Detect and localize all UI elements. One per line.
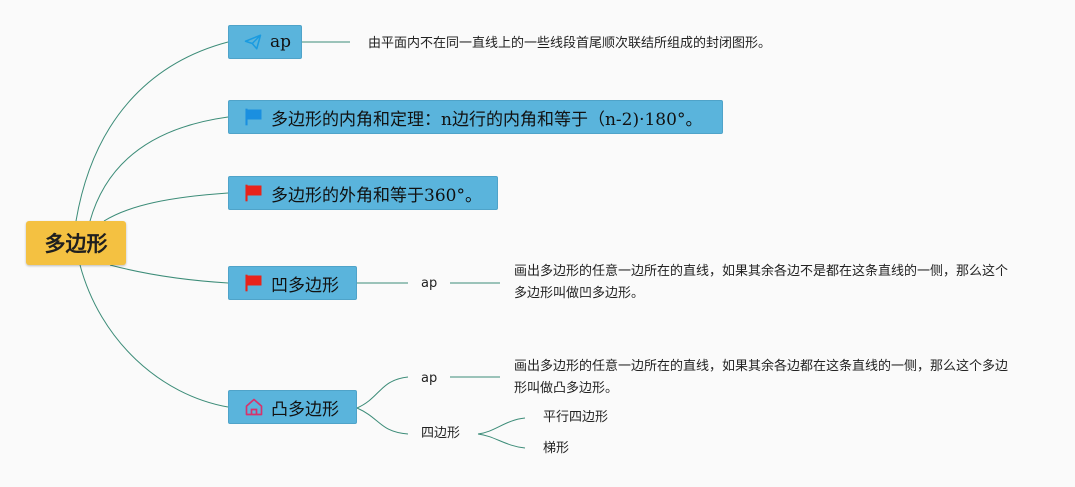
house-icon [243,396,265,418]
connector-convex-ap [356,376,409,409]
branch-label: 多边形的内角和定理：n边行的内角和等于（n-2)·180°。 [271,109,703,130]
quadrilateral-label[interactable]: 四边形 [421,426,461,441]
branch-node-convex[interactable]: 凸多边形 [228,390,357,424]
root-node[interactable]: 多边形 [26,221,126,265]
convex-ap-label[interactable]: ap [421,371,438,386]
concave-ap-label[interactable]: ap [421,276,438,291]
trapezoid-label[interactable]: 梯形 [543,441,570,456]
connector-root-angle-sum [89,116,229,222]
flag-icon [243,182,265,204]
connector-root-concave [109,264,229,284]
connector-quad-parallelogram [477,417,526,435]
branch-label: 多边形的外角和等于360°。 [271,185,482,206]
branch-label: 凹多边形 [271,275,339,296]
connector-quad-trapezoid [477,433,526,449]
connector-convex-quad [356,407,409,435]
flag-icon [243,106,265,128]
branch-node-concave[interactable]: 凹多边形 [228,266,357,300]
branch-node-exterior-angle[interactable]: 多边形的外角和等于360°。 [228,176,498,210]
concave-definition[interactable]: 画出多边形的任意一边所在的直线，如果其余各边不是都在这条直线的一侧，那么这个多边… [514,264,1009,301]
convex-definition[interactable]: 画出多边形的任意一边所在的直线，如果其余各边都在这条直线的一侧，那么这个多边形叫… [514,359,1009,396]
branch-node-angle-sum[interactable]: 多边形的内角和定理：n边行的内角和等于（n-2)·180°。 [228,100,723,134]
flag-icon [243,272,265,294]
connector-root-ap [75,41,229,222]
branch-label: 凸多边形 [271,399,339,420]
parallelogram-label[interactable]: 平行四边形 [543,410,609,425]
branch-node-ap[interactable]: ap [228,25,302,59]
connector-root-convex [79,264,229,408]
connector-root-exterior [103,192,229,222]
branch-label: ap [269,32,291,52]
paper-plane-icon [243,31,264,53]
polygon-definition[interactable]: 由平面内不在同一直线上的一些线段首尾顺次联结所组成的封闭图形。 [368,36,772,51]
